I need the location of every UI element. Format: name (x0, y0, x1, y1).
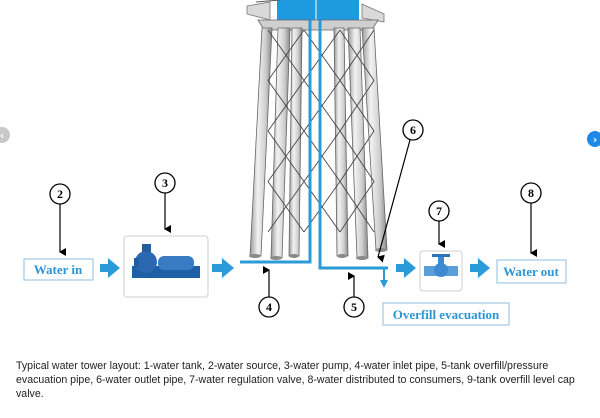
regulation-valve (419, 250, 463, 292)
label-water-out: Water out (496, 259, 567, 284)
flow-arrow-2 (212, 258, 234, 278)
water-out-label: Water out (503, 264, 559, 279)
carousel-next-button[interactable]: › (587, 131, 600, 147)
brace-line (339, 80, 375, 132)
label-overfill-evacuation: Overfill evacuation (382, 302, 510, 326)
callout-8: 8 (520, 182, 542, 257)
callout-2-number: 2 (57, 187, 63, 201)
callout-7: 7 (428, 200, 450, 248)
water-in-label: Water in (34, 262, 83, 277)
overfill-evacuation-label: Overfill evacuation (393, 307, 500, 322)
callout-7-number: 7 (436, 204, 442, 218)
flow-arrows (100, 258, 490, 278)
callout-5-number: 5 (351, 300, 357, 314)
brace-line (339, 130, 375, 182)
water-pump (123, 235, 209, 298)
callout-2: 2 (49, 183, 71, 256)
callout-6: 6 (377, 119, 424, 263)
brace-line (339, 29, 375, 81)
water-tank (246, 0, 385, 31)
pipes (240, 20, 388, 288)
callout-8-number: 8 (528, 186, 534, 200)
callout-4-number: 4 (266, 300, 272, 314)
brace-line (267, 181, 305, 233)
callout-6-number: 6 (410, 123, 416, 137)
brace-line (267, 80, 305, 132)
carousel-prev-button[interactable]: ‹ (0, 127, 10, 143)
tower-legs (249, 27, 388, 260)
callout-5: 5 (343, 272, 365, 318)
flow-arrow-3 (396, 258, 416, 278)
figure-caption: Typical water tower layout: 1-water tank… (16, 360, 575, 400)
callouts: 2 3 4 5 6 7 8 (49, 119, 542, 318)
callout-3-number: 3 (162, 176, 168, 190)
callout-3: 3 (154, 172, 176, 233)
chevron-right-icon: › (592, 132, 598, 146)
brace-line (267, 130, 305, 182)
flow-arrow-4 (470, 258, 490, 278)
callout-4: 4 (258, 266, 280, 318)
flow-arrow-1 (100, 258, 120, 278)
brace-line (267, 29, 305, 81)
chevron-left-icon: ‹ (0, 128, 5, 142)
brace-line (339, 181, 375, 233)
label-water-in: Water in (23, 258, 94, 281)
